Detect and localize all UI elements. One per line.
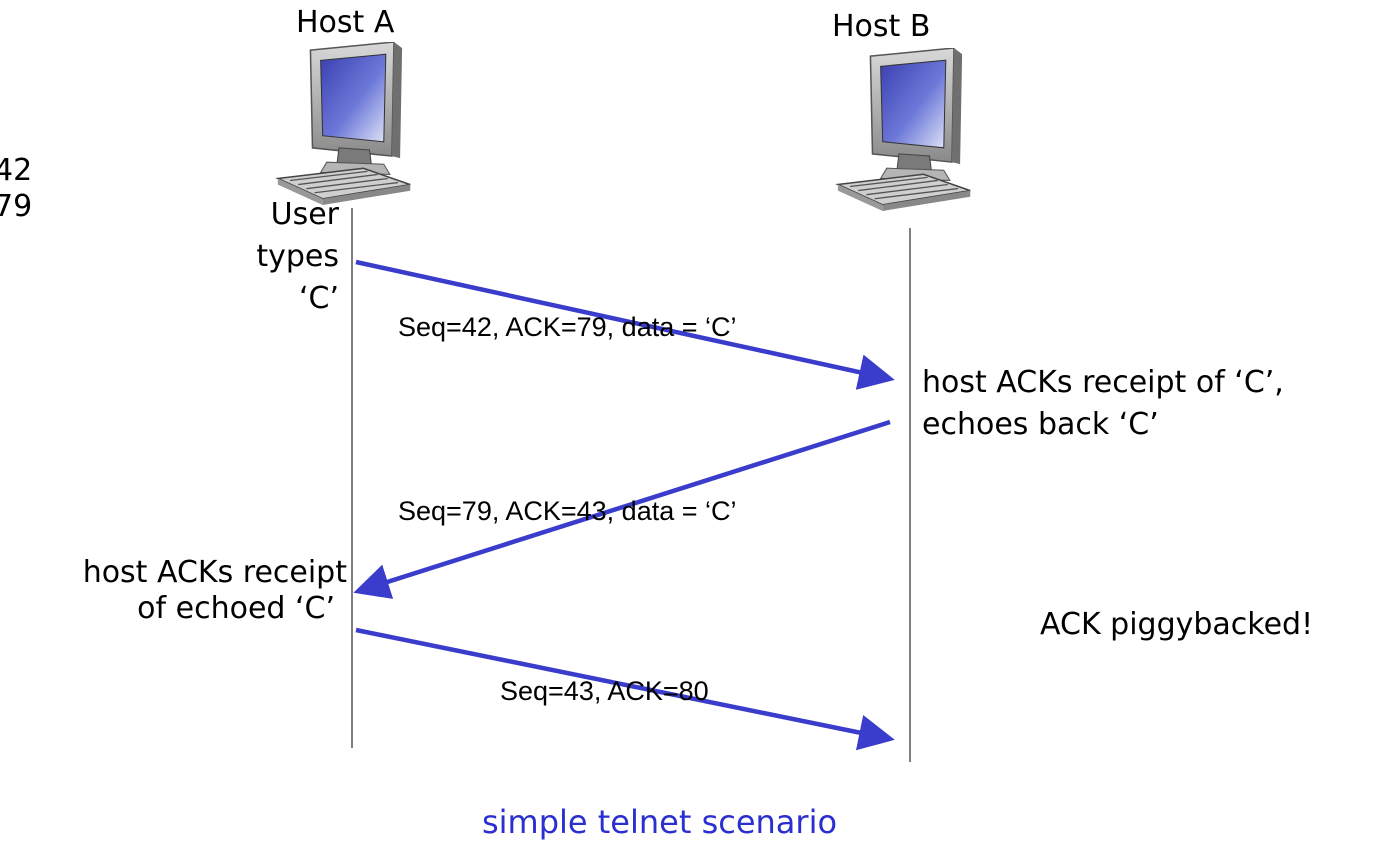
host-b-ack-line-2: echoes back ‘C’	[922, 407, 1159, 442]
user-types-line-2: types	[256, 239, 339, 274]
user-types-line-3: ‘C’	[298, 281, 339, 316]
segment-1-label: Seq=42, ACK=79, data = ‘C’	[398, 312, 737, 342]
piggyback-annotation: ACK piggybacked!	[1040, 607, 1314, 642]
segment-2-arrow	[353, 419, 891, 599]
diagram-caption: simple telnet scenario	[481, 803, 838, 841]
host-a-ack-line-2: of echoed ‘C’	[137, 591, 335, 626]
margin-text-2: 79	[0, 189, 33, 224]
segment-3-arrow	[355, 627, 895, 751]
segment-1-arrow	[355, 259, 895, 390]
user-types-line-1: User	[270, 197, 339, 232]
segment-2-label: Seq=79, ACK=43, data = ‘C’	[398, 496, 737, 526]
host-a-ack-line-1: host ACKs receipt	[82, 555, 347, 590]
host-a-label: Host A	[296, 5, 395, 40]
host-b-label: Host B	[832, 9, 931, 44]
segment-3-label: Seq=43, ACK=80	[500, 676, 709, 706]
host-b-ack-line-1: host ACKs receipt of ‘C’,	[922, 365, 1284, 400]
margin-text-1: 42	[0, 153, 33, 188]
